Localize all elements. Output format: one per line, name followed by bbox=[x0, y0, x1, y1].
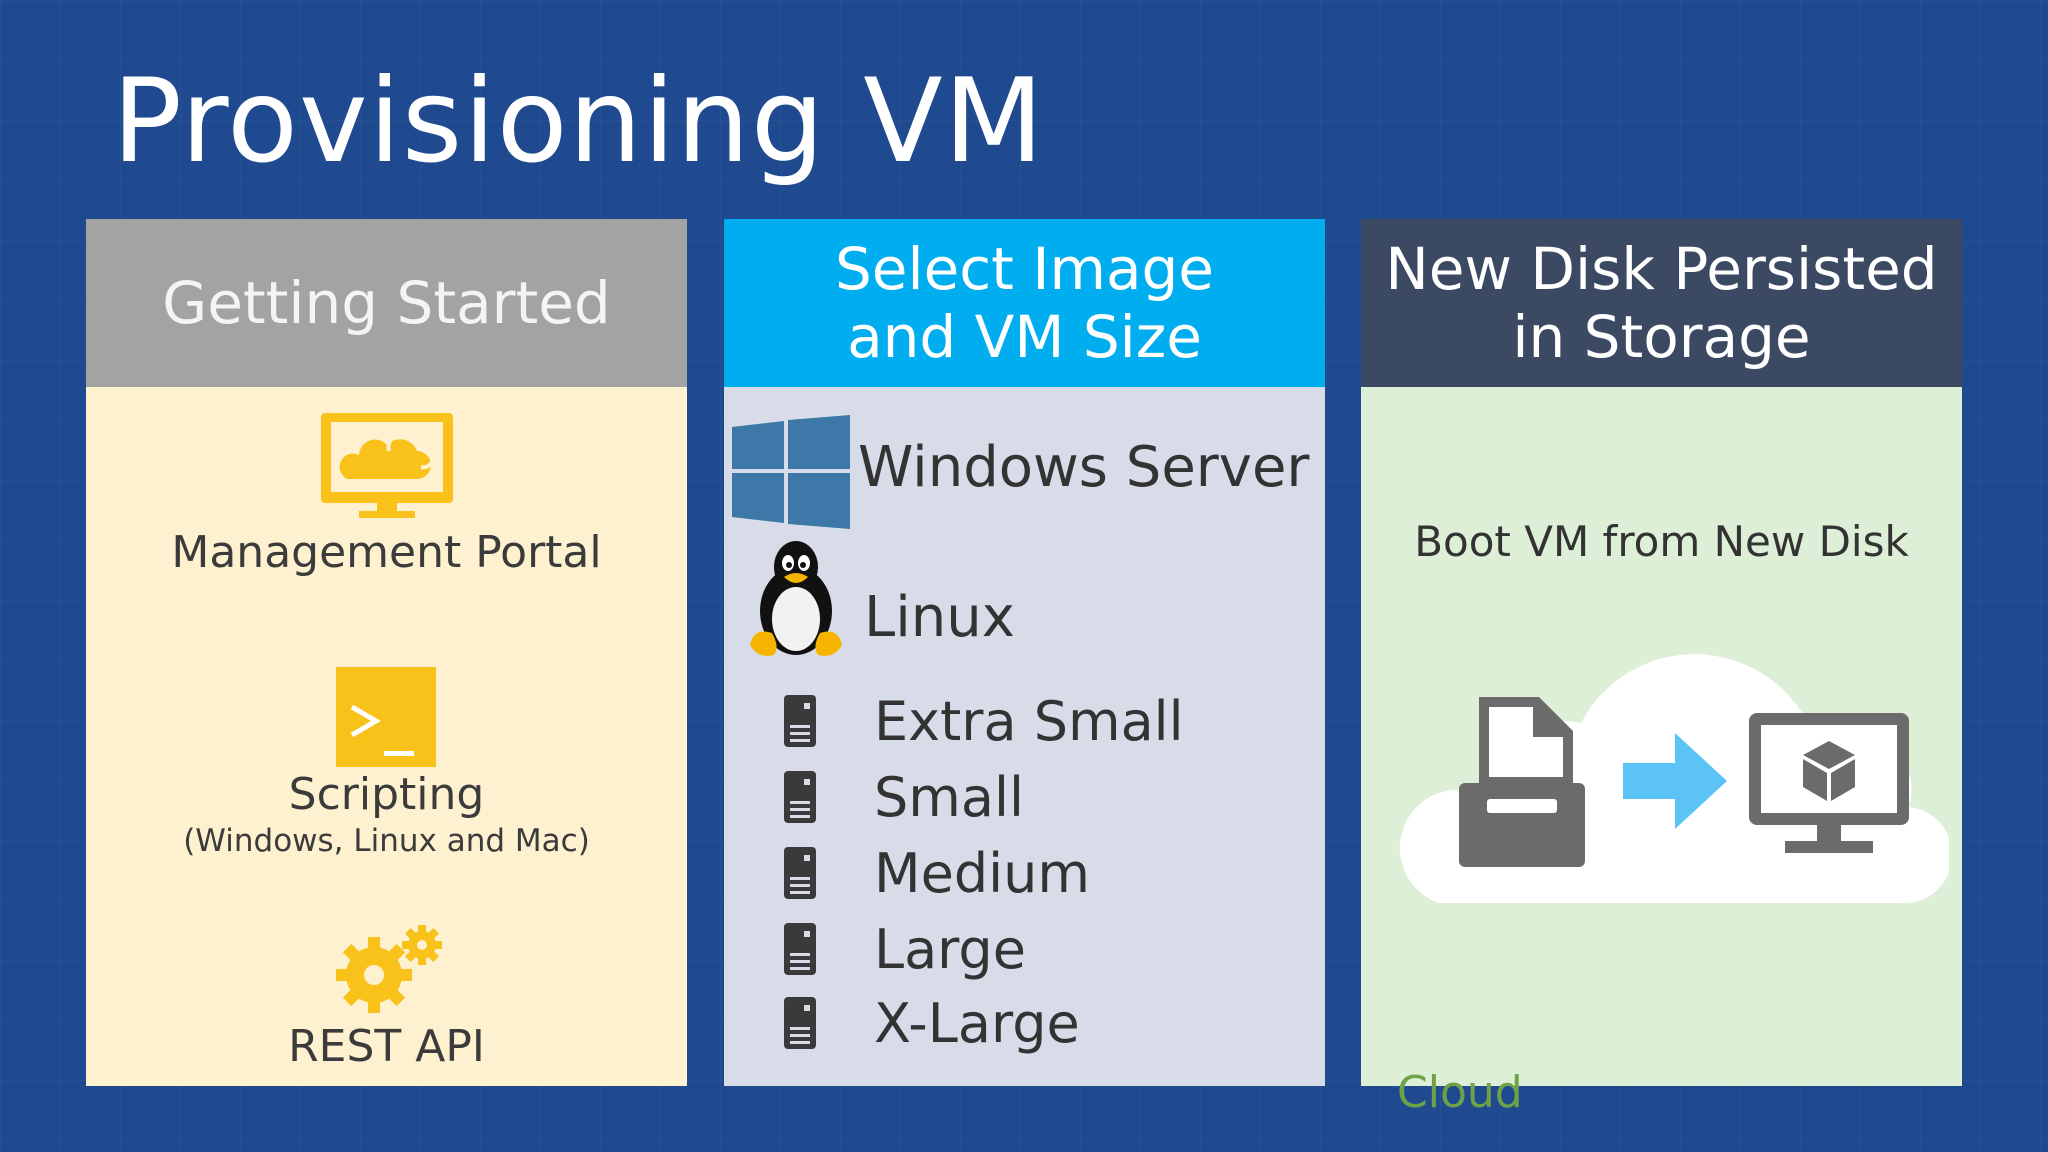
new-disk-header: New Disk Persisted in Storage bbox=[1361, 219, 1962, 387]
size-row-x-large: X-Large bbox=[784, 991, 1080, 1055]
size-row-small: Small bbox=[784, 765, 1024, 829]
boot-vm-label: Boot VM from New Disk bbox=[1414, 517, 1909, 566]
arrow-right-icon bbox=[1623, 733, 1727, 829]
scripting-label: Scripting bbox=[288, 769, 485, 820]
size-label: Large bbox=[874, 917, 1026, 981]
cloud-label: Cloud bbox=[1397, 1067, 1523, 1118]
select-image-panel: Select Image and VM Size Windows Server … bbox=[724, 219, 1325, 1086]
new-disk-panel: New Disk Persisted in Storage Boot VM fr… bbox=[1361, 219, 1962, 1118]
size-row-large: Large bbox=[784, 917, 1026, 981]
select-image-header: Select Image and VM Size bbox=[724, 219, 1325, 387]
size-row-extra-small: Extra Small bbox=[784, 689, 1184, 753]
disk-file-icon bbox=[1459, 697, 1585, 867]
server-icon bbox=[784, 695, 816, 747]
new-disk-header-line2: in Storage bbox=[1512, 303, 1811, 371]
getting-started-header: Getting Started bbox=[86, 219, 687, 387]
gears-icon bbox=[336, 925, 442, 1013]
select-image-body: Windows Server Linux Extra Small bbox=[724, 387, 1325, 1086]
new-disk-header-line1: New Disk Persisted bbox=[1385, 234, 1938, 303]
new-disk-body: Boot VM from New Disk Cloud bbox=[1361, 387, 1962, 1118]
monitor-cloud-icon bbox=[321, 413, 453, 518]
tux-penguin-icon bbox=[750, 541, 842, 656]
server-icon bbox=[784, 923, 816, 975]
rest-api-label: REST API bbox=[288, 1021, 485, 1072]
scripting-platforms-label: (Windows, Linux and Mac) bbox=[183, 823, 590, 859]
server-icon bbox=[784, 997, 816, 1049]
getting-started-body: Management Portal Scripting (Windows, Li… bbox=[86, 387, 687, 1086]
management-portal-label: Management Portal bbox=[171, 527, 602, 578]
slide-title: Provisioning VM bbox=[112, 54, 1045, 189]
windows-logo-icon bbox=[732, 415, 850, 529]
getting-started-panel: Getting Started Management Portal Script… bbox=[86, 219, 687, 1086]
windows-server-label: Windows Server bbox=[858, 435, 1310, 500]
size-label: Extra Small bbox=[874, 689, 1184, 753]
terminal-icon bbox=[336, 667, 436, 767]
size-label: Medium bbox=[874, 841, 1090, 905]
getting-started-header-text: Getting Started bbox=[162, 268, 611, 337]
server-icon bbox=[784, 847, 816, 899]
size-row-medium: Medium bbox=[784, 841, 1090, 905]
size-label: Small bbox=[874, 765, 1024, 829]
server-icon bbox=[784, 771, 816, 823]
linux-label: Linux bbox=[864, 585, 1015, 650]
size-label: X-Large bbox=[874, 991, 1080, 1055]
select-image-header-line1: Select Image bbox=[834, 234, 1214, 303]
select-image-header-line2: and VM Size bbox=[847, 303, 1202, 371]
vm-monitor-icon bbox=[1749, 713, 1909, 853]
